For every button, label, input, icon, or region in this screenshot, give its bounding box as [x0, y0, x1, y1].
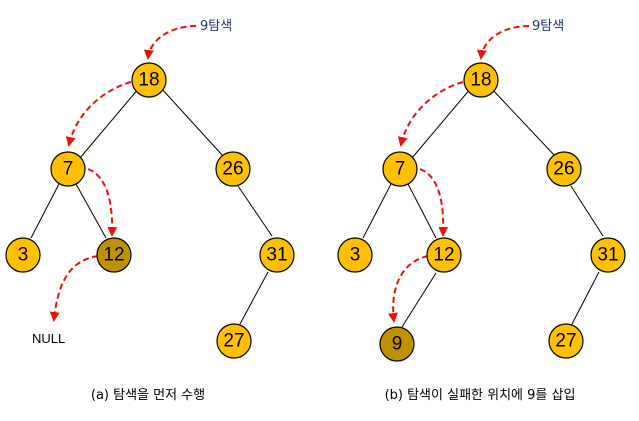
caption-a: (a) 탐색을 먼저 수행 — [91, 387, 205, 403]
node-3-b-circle — [337, 237, 373, 273]
node-31: 31 — [259, 237, 295, 273]
edge-18-26-b — [490, 87, 556, 157]
node-7-circle — [50, 151, 86, 187]
node-12-highlighted: 12 — [96, 237, 132, 273]
node-26-label: 26 — [222, 159, 243, 180]
search-label-b: 9탐색 — [532, 19, 564, 34]
node-18-b-label: 18 — [470, 70, 491, 91]
node-26-b-label: 26 — [553, 159, 574, 180]
node-26-b-circle — [546, 151, 582, 187]
node-31-circle — [259, 237, 295, 273]
edge-18-7-b — [411, 87, 472, 159]
node-27-b-label: 27 — [555, 331, 576, 352]
node-18-b: 18 — [463, 62, 499, 98]
search-arrow-12-to-null — [49, 255, 99, 322]
edge-12-9-b — [401, 272, 437, 328]
node-12-b: 12 — [426, 237, 462, 273]
node-7-b-circle — [382, 151, 418, 187]
edge-31-27 — [239, 271, 269, 325]
node-9-circle — [379, 326, 415, 362]
search-label: 9탐색 — [200, 19, 232, 34]
node-27-label: 27 — [223, 331, 244, 352]
node-9-label: 9 — [392, 334, 403, 355]
search-arrow-12-to-9-b — [388, 255, 429, 323]
node-31-b-circle — [590, 237, 626, 273]
node-26-b: 26 — [546, 151, 582, 187]
node-27-b-circle — [548, 323, 584, 359]
search-arrow-start — [143, 25, 197, 60]
node-7-b-label: 7 — [395, 159, 406, 180]
node-27-b: 27 — [548, 323, 584, 359]
node-27: 27 — [216, 323, 252, 359]
search-arrow-7-to-12-b — [419, 168, 449, 237]
node-7-b: 7 — [382, 151, 418, 187]
node-3-b: 3 — [337, 237, 373, 273]
node-18: 18 — [131, 62, 167, 98]
node-3-b-label: 3 — [350, 245, 361, 266]
node-18-b-circle — [463, 62, 499, 98]
null-label: NULL — [32, 331, 65, 346]
edge-31-27-b — [571, 271, 600, 325]
panel-b: 9탐색 18 7 26 3 12 9 31 — [337, 19, 626, 403]
node-18-label: 18 — [138, 70, 159, 91]
node-31-b: 31 — [590, 237, 626, 273]
node-3-label: 3 — [18, 245, 29, 266]
node-26: 26 — [215, 151, 251, 187]
node-12-circle — [96, 237, 132, 273]
search-arrow-18-to-7-b — [397, 81, 464, 147]
node-7-label: 7 — [63, 159, 74, 180]
caption-b: (b) 탐색이 실패한 위치에 9를 삽입 — [385, 388, 576, 403]
edge-7-3-b — [362, 183, 392, 239]
edge-7-3 — [30, 183, 60, 239]
node-12-b-circle — [426, 237, 462, 273]
edge-18-26 — [160, 87, 224, 157]
node-12-label: 12 — [103, 245, 124, 266]
search-arrow-18-to-7 — [65, 81, 132, 147]
node-31-label: 31 — [266, 245, 287, 266]
edge-26-31-b — [570, 185, 604, 237]
node-31-b-label: 31 — [597, 245, 618, 266]
node-18-circle — [131, 62, 167, 98]
node-3-circle — [5, 237, 41, 273]
edge-26-31 — [237, 185, 273, 237]
node-12-b-label: 12 — [433, 245, 454, 266]
panel-a: 9탐색 18 7 26 3 12 31 27 — [5, 19, 295, 403]
search-arrow-7-to-12 — [87, 168, 118, 237]
edge-7-12 — [75, 183, 107, 239]
edge-18-7 — [79, 87, 140, 159]
node-26-circle — [215, 151, 251, 187]
node-27-circle — [216, 323, 252, 359]
node-9-inserted: 9 — [379, 326, 415, 362]
node-3: 3 — [5, 237, 41, 273]
node-7: 7 — [50, 151, 86, 187]
search-arrow-start-b — [476, 25, 530, 60]
edge-7-12-b — [407, 183, 437, 239]
